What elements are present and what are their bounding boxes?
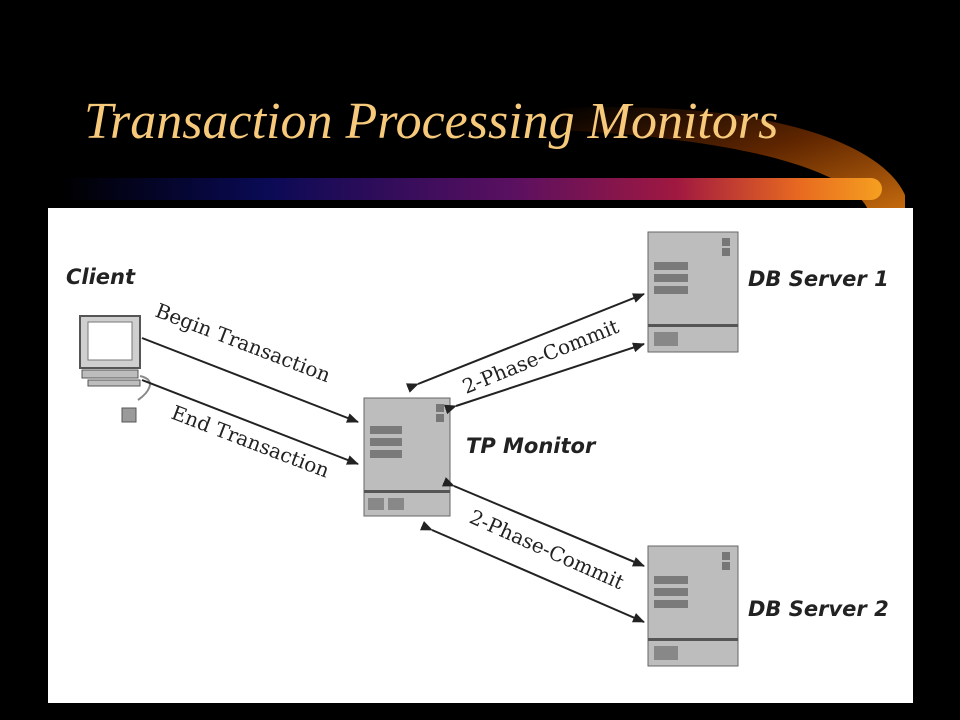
accent-swoosh	[560, 106, 905, 215]
end-transaction-arrow	[141, 379, 359, 465]
begin-transaction-arrow	[141, 337, 359, 423]
tp-monitor-server-icon	[363, 397, 451, 517]
tp-monitor-label: TP Monitor	[466, 434, 597, 458]
end-transaction-label: End Transaction	[168, 400, 333, 482]
commit-1-label: 2-Phase-Commit	[459, 314, 622, 399]
db-server-2-label: DB Server 2	[748, 597, 889, 621]
db-server-1-icon	[647, 231, 739, 353]
commit-1-arrow-lower	[443, 342, 645, 415]
slide-title: Transaction Processing Monitors	[84, 93, 779, 150]
db-server-1-label: DB Server 1	[748, 267, 889, 291]
client-computer-icon	[79, 315, 151, 423]
client-label: Client	[66, 265, 136, 289]
diagram-panel: Client TP Monitor	[48, 208, 913, 703]
commit-2-arrow-lower	[419, 521, 645, 623]
begin-transaction-label: Begin Transaction	[152, 298, 334, 387]
tp-monitor-diagram: Client TP Monitor	[66, 231, 889, 667]
accent-bar	[60, 178, 882, 200]
db-server-2-icon	[647, 545, 739, 667]
